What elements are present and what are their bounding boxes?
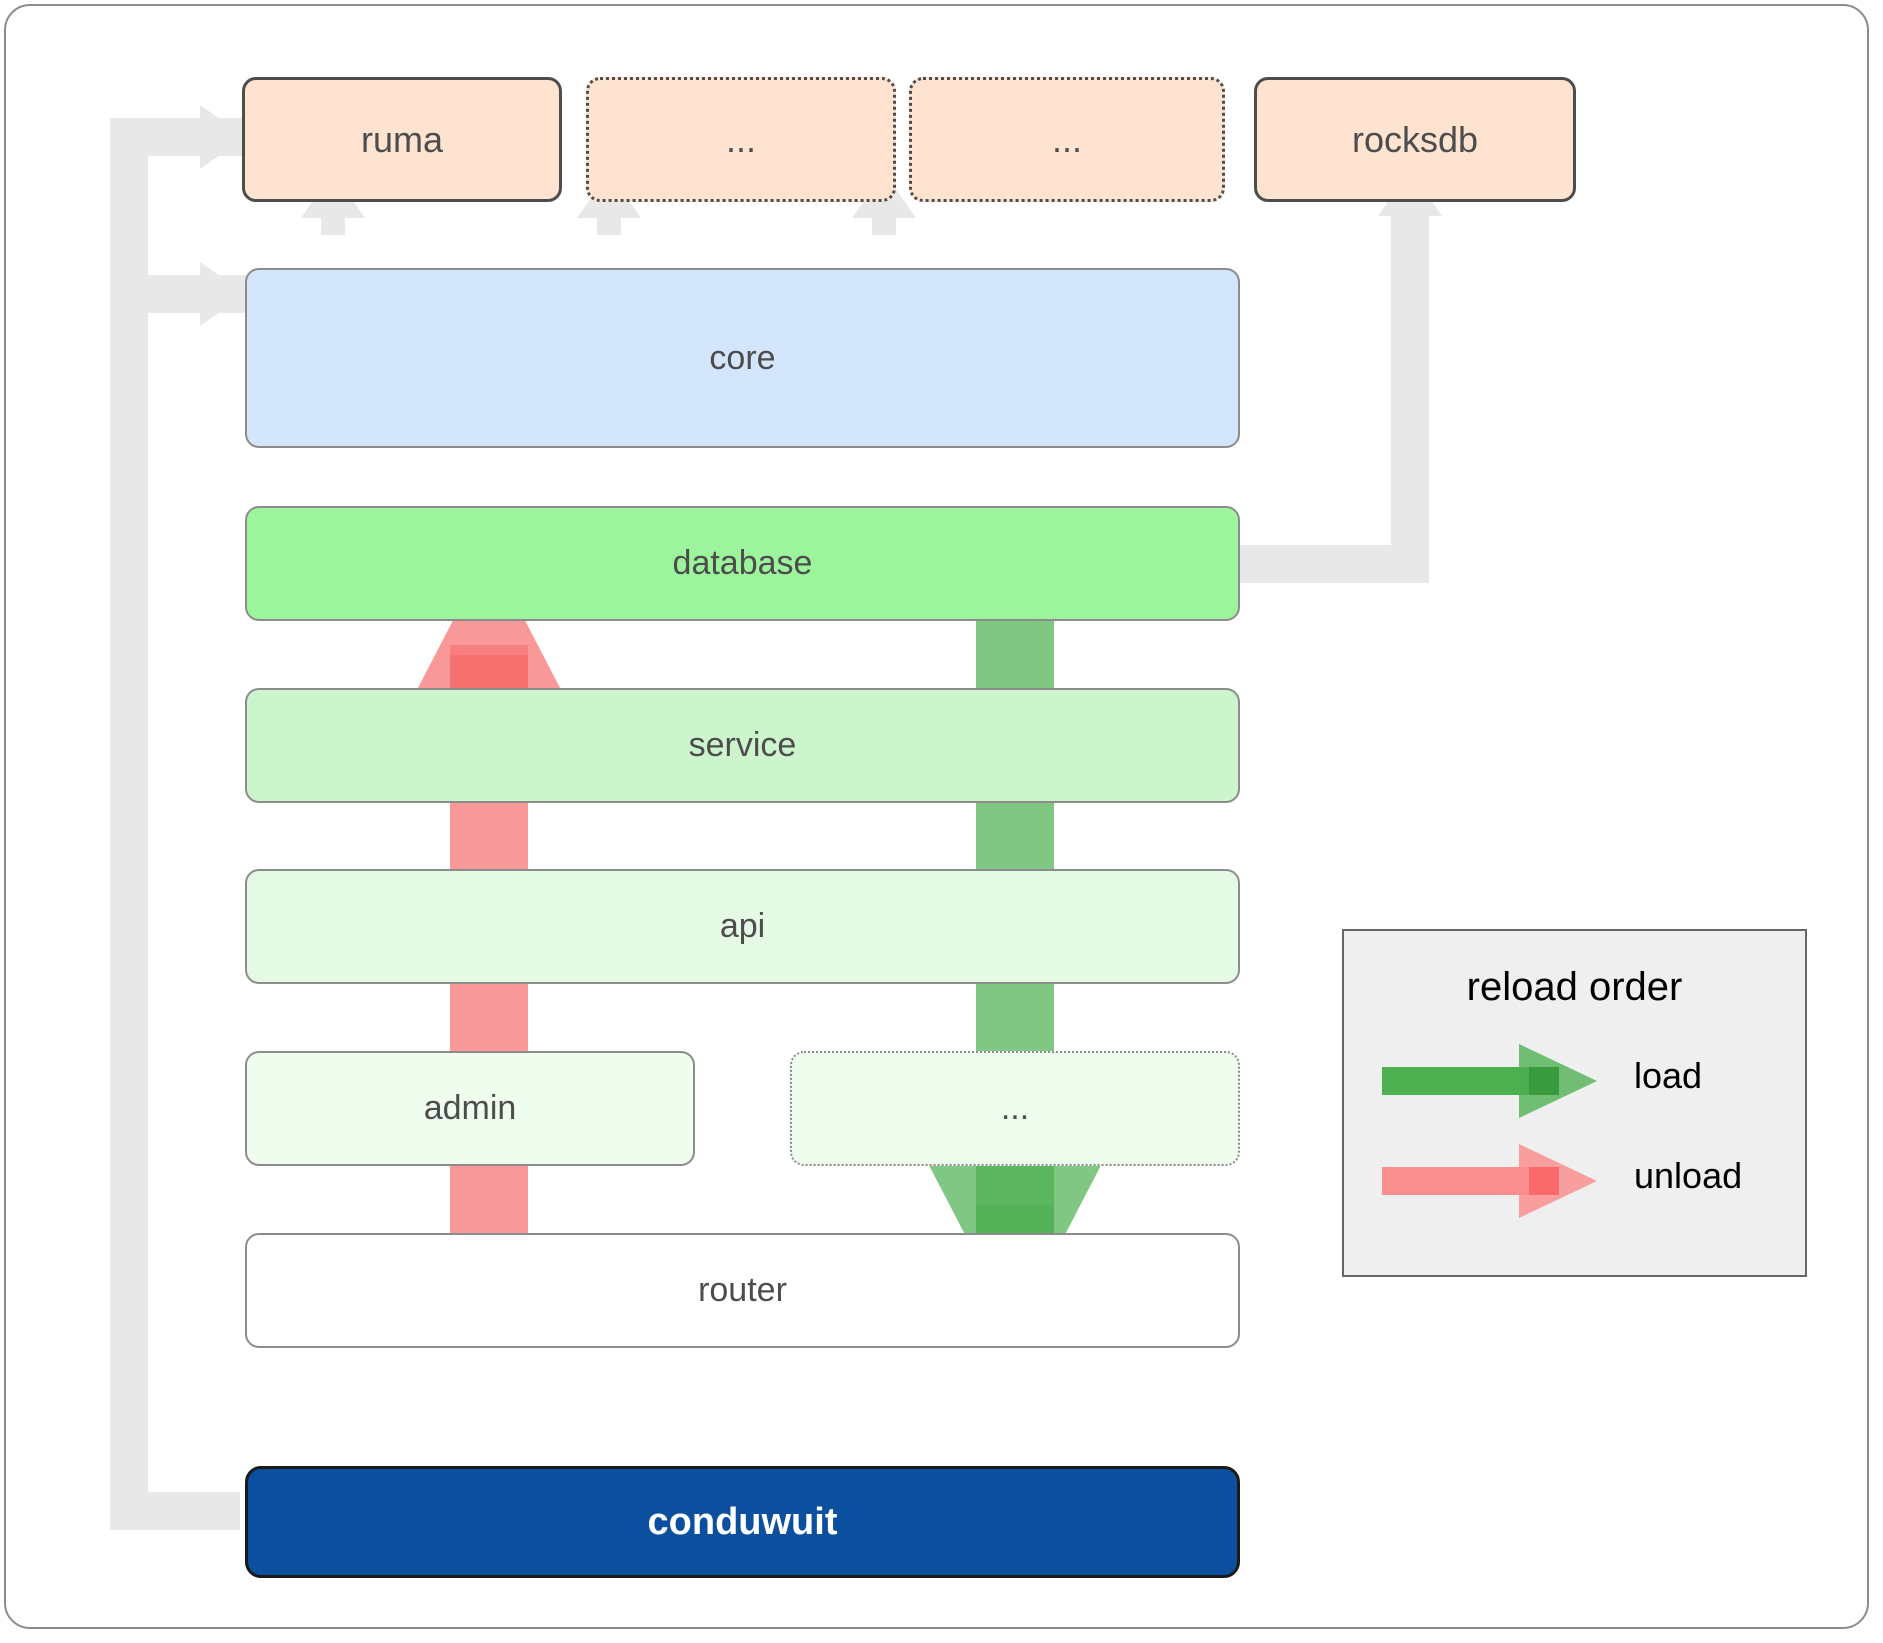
legend-load-arrow-notch — [1529, 1067, 1559, 1095]
legend-label-load: load — [1634, 1055, 1703, 1096]
connector-left-trunk — [110, 130, 148, 1530]
layer-box-extra[interactable]: ... — [790, 1051, 1240, 1166]
dependency-label-3: ... — [1051, 118, 1082, 160]
connector-database-to-rocksdb-horizontal — [1240, 545, 1412, 583]
dependency-label-2: ... — [725, 118, 756, 160]
root-box-conduwuit[interactable]: conduwuit — [245, 1466, 1240, 1578]
layer-box-router[interactable]: router — [245, 1233, 1240, 1348]
layer-label-extra: ... — [1000, 1089, 1030, 1127]
layer-box-admin[interactable]: admin — [245, 1051, 695, 1166]
diagram-frame — [4, 4, 1869, 1629]
layer-label-database: database — [672, 544, 813, 582]
connector-left-bottom — [110, 1492, 240, 1530]
layer-box-api[interactable]: api — [245, 869, 1240, 984]
connector-to-core-arrowhead — [200, 262, 246, 326]
layer-label-api: api — [719, 907, 766, 945]
dependency-label-ruma: ruma — [360, 118, 444, 160]
legend-panel: reload order load unload — [1342, 929, 1807, 1277]
connector-database-to-rocksdb-vertical — [1391, 215, 1429, 583]
layer-label-admin: admin — [423, 1089, 517, 1127]
layer-box-core[interactable]: core — [245, 268, 1240, 448]
connector-to-ruma-arrowhead — [200, 105, 246, 169]
root-label-conduwuit: conduwuit — [647, 1500, 838, 1543]
dependency-box-rocksdb[interactable]: rocksdb — [1254, 77, 1576, 202]
legend-title: reload order — [1466, 965, 1683, 1009]
layer-label-core: core — [709, 338, 776, 377]
layer-box-database[interactable]: database — [245, 506, 1240, 621]
dependency-box-ruma[interactable]: ruma — [242, 77, 562, 202]
dependency-box-2[interactable]: ... — [586, 77, 896, 202]
dependency-label-rocksdb: rocksdb — [1351, 118, 1479, 160]
layer-label-service: service — [688, 726, 797, 764]
legend-unload-arrow-notch — [1529, 1167, 1559, 1195]
layer-box-service[interactable]: service — [245, 688, 1240, 803]
dependency-box-3[interactable]: ... — [909, 77, 1225, 202]
legend-label-unload: unload — [1634, 1155, 1743, 1196]
layer-label-router: router — [698, 1271, 787, 1309]
